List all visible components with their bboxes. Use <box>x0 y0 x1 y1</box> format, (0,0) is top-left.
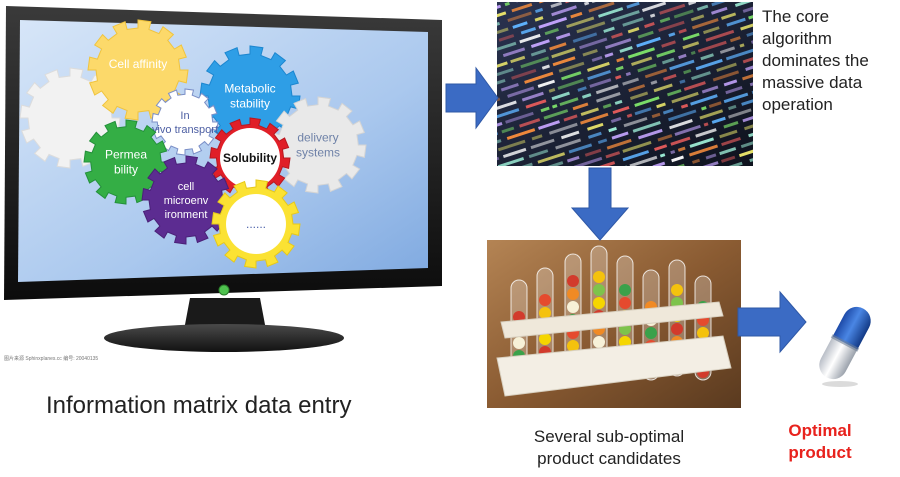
gear-icon <box>141 155 231 245</box>
power-button-icon <box>218 284 230 296</box>
gear-label: Cell affinity <box>109 57 167 71</box>
candidates-caption-line: product candidates <box>537 449 681 468</box>
arrow-down <box>570 167 630 241</box>
algorithm-caption-line: The core <box>762 7 830 26</box>
optimal-product-caption: Optimal product <box>778 420 862 464</box>
monitor-neck <box>184 298 266 330</box>
algorithm-caption-line: dominates the <box>762 51 869 70</box>
gear-hub <box>220 128 280 188</box>
algorithm-caption-line: algorithm <box>762 29 832 48</box>
arrow-right-2 <box>737 290 807 354</box>
monitor-base <box>104 324 344 352</box>
test-tube-rack-image <box>487 240 741 408</box>
code-data-image <box>497 2 753 166</box>
optimal-caption-line: product <box>788 443 852 462</box>
candidates-caption-line: Several sub-optimal <box>533 427 685 446</box>
capsule-icon <box>819 306 871 387</box>
algorithm-caption-line: operation <box>762 95 833 114</box>
candidates-caption: Several sub-optimal product candidates <box>514 426 704 470</box>
gear-label: Solubility <box>223 151 277 165</box>
gear-hub <box>158 95 212 149</box>
information-entry-caption: Information matrix data entry <box>46 392 352 419</box>
algorithm-caption-line: massive data <box>762 73 863 92</box>
optimal-caption-line: Optimal <box>788 421 852 440</box>
gear-label: ...... <box>246 217 266 231</box>
gear-hub <box>226 194 286 254</box>
watermark-text: 图片来源 Sphinxplanes.cc 编号: 20040135 <box>4 355 98 362</box>
algorithm-caption: The core algorithm dominates the massive… <box>762 6 896 116</box>
